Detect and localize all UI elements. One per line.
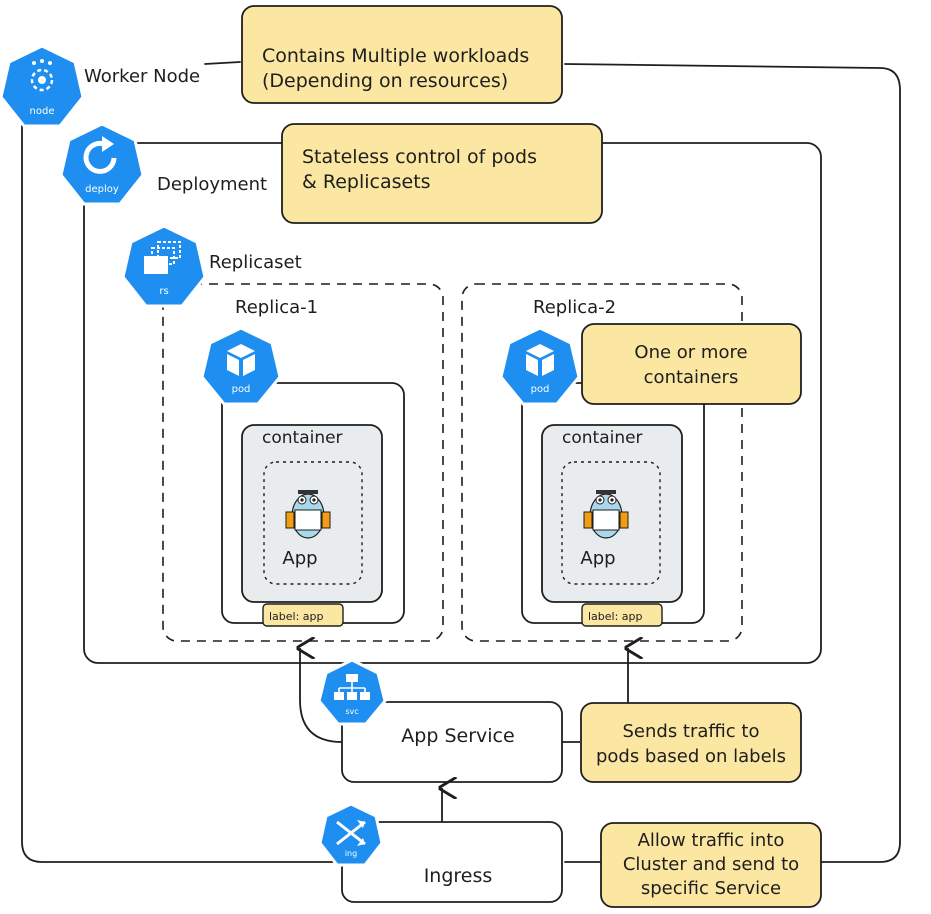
note-workloads [241,5,563,104]
deploy-icon: deploy [59,122,145,206]
worker-node-label: Worker Node [84,66,200,87]
app-1-box [263,461,363,585]
replica-1-label: Replica-1 [235,297,318,318]
note-ingress-line2: Cluster and send to [623,854,799,875]
note-ingress [600,822,822,908]
note-service-line1: Sends traffic to [622,721,759,742]
app-service-label: App Service [401,725,514,747]
pod-2-label-text: label: app [588,610,643,623]
replica-2-label: Replica-2 [533,297,616,318]
pod-1-label-tag [262,603,344,627]
gopher-1-icon [285,490,331,539]
node-icon-label: node [30,106,55,117]
ing-icon-label: ing [345,849,357,858]
svc-icon-label: svc [345,707,358,716]
replica-1-box [162,283,444,642]
note-ingress-line3: specific Service [641,878,781,899]
app-1-label: App [282,548,317,569]
rs-icon: rs [121,224,207,308]
note-containers [581,323,802,405]
pod-1-icon: pod [200,326,282,406]
replicaset-label: Replicaset [209,252,302,273]
note-workloads-line1: Contains Multiple workloads [262,45,529,67]
note-containers-line2: containers [644,367,739,388]
app-2-box [561,461,661,585]
note-service [580,702,802,783]
note-deployment-line2: & Replicasets [302,171,431,193]
service-to-pod1-arrow [300,648,343,743]
ing-icon: ing [318,802,384,867]
container-2-label: container [562,428,643,448]
container-1-label: container [262,428,343,448]
pod-2-icon: pod [499,326,581,406]
deploy-icon-label: deploy [85,184,119,195]
note-containers-line1: One or more [634,342,747,363]
svc-icon: svc [317,658,387,726]
service-to-pod2-arrow [562,648,628,743]
note-deployment-line1: Stateless control of pods [302,146,537,168]
ingress-label: Ingress [424,865,493,887]
note-deployment [281,123,603,224]
note-service-line2: pods based on labels [596,746,786,767]
replica-2-box [461,283,743,642]
note-workloads-line2: (Depending on resources) [262,70,508,92]
pod-2-label-tag [581,603,663,627]
worker-node-boundary [21,61,901,863]
pod-1-label-text: label: app [269,610,324,623]
app-2-label: App [580,548,615,569]
rs-icon-label: rs [159,286,168,297]
pod-1-icon-label: pod [232,384,251,395]
node-icon: node [0,44,85,128]
note-ingress-line1: Allow traffic into [638,830,785,851]
pod-2-icon-label: pod [531,384,550,395]
gopher-2-icon [583,490,629,539]
deployment-label: Deployment [157,174,267,195]
